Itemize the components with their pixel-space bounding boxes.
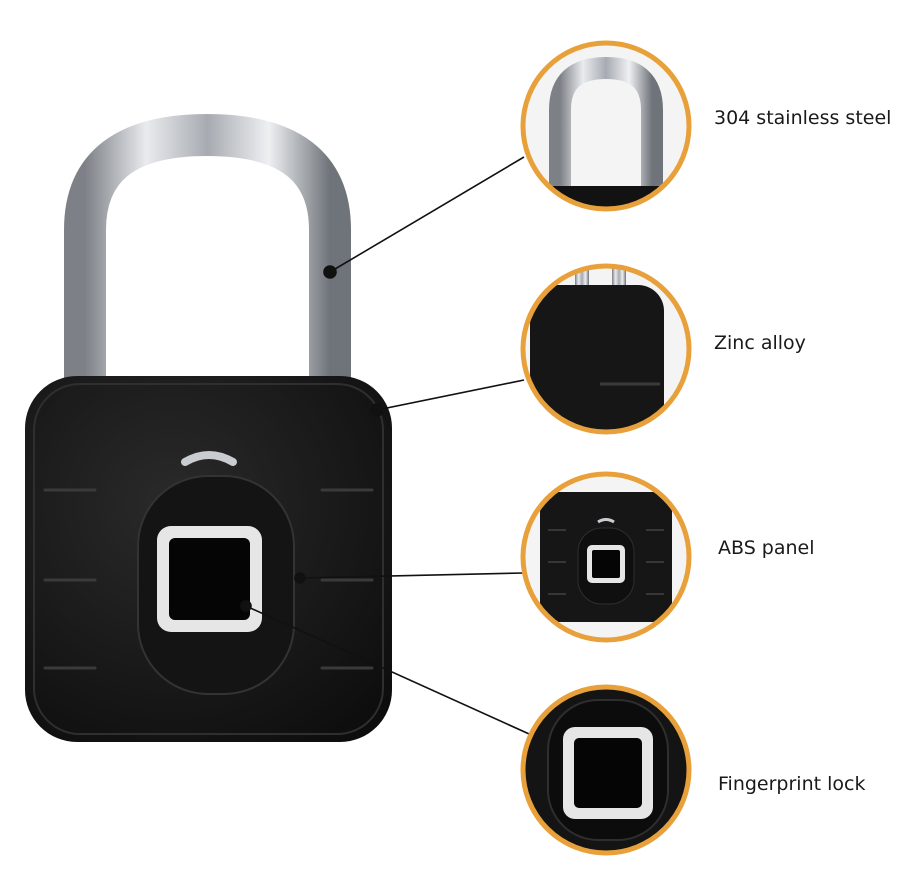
- callout-fingerprint: [520, 684, 692, 856]
- fingerprint-sensor: [169, 538, 250, 620]
- label-zinc-alloy: Zinc alloy: [714, 332, 806, 354]
- label-fingerprint-lock: Fingerprint lock: [718, 773, 866, 795]
- callout-steel: [520, 40, 692, 212]
- padlock: [25, 113, 392, 742]
- label-stainless-steel: 304 stainless steel: [714, 107, 892, 129]
- shackle: [64, 113, 351, 400]
- leader-lines: [240, 156, 539, 739]
- body-grooves: [43, 488, 374, 670]
- callout-zinc: [520, 263, 692, 435]
- callout-abs: [520, 471, 692, 643]
- label-abs-panel: ABS panel: [718, 537, 815, 559]
- status-led: [181, 451, 237, 466]
